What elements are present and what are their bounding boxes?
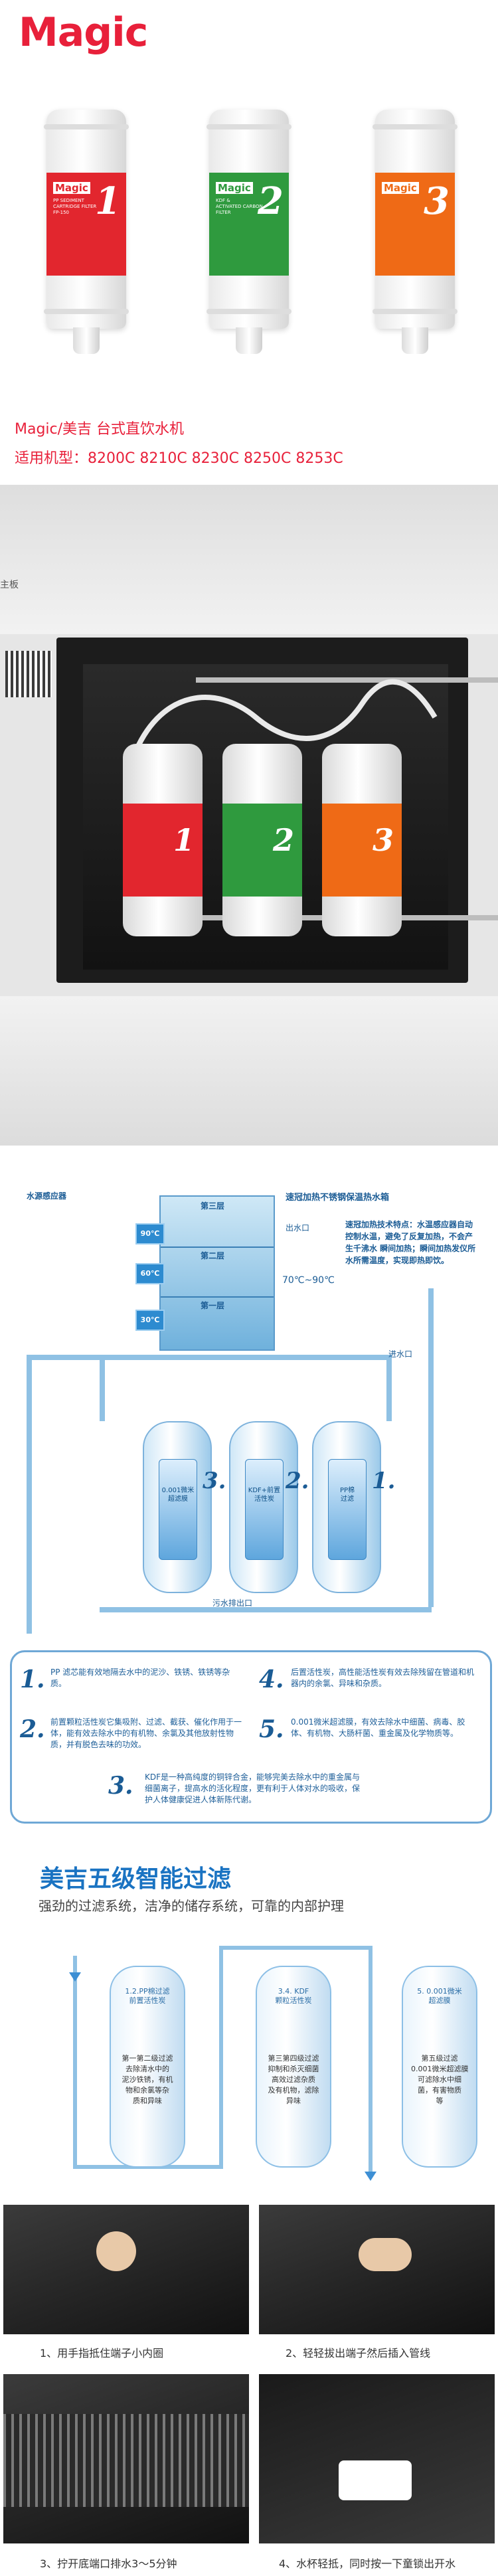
stage-desc: 第五级过滤 0.001微米超滤膜 可滤除水中细 菌，有害物质 等 [411,2054,469,2105]
stage-top: 3.4. KDF 颗粒活性炭 [275,1987,312,2005]
flow-arrow-icon [69,1972,81,1982]
stage-top: 1.2.PP棉过滤 前置活性炭 [125,1987,170,2005]
filtration-diagram: 水源感应器 速冠加热不锈钢保温热水箱 第三层 第二层 第一层 90℃ 60℃ 3… [0,1156,498,1840]
info-number: 3. [108,1772,133,1800]
step-number: 3. [203,1468,226,1494]
step-caption-4: 4、水杯轻抵，同时按一下童锁出开水 [279,2557,456,2570]
cartridge-2: Magic KDF & ACTIVATED CARBON FILTER 2 [207,110,291,355]
info-text: PP 滤芯能有效地隔去水中的泥沙、铁锈、铁锈等杂质。 [50,1668,230,1688]
cartridge-brand: Magic [382,182,419,194]
diagram-filter-1: PP棉 过滤 [312,1421,381,1593]
info-text: 后置活性炭，高性能活性炭有效去除残留在管道和机器内的余氯、异味和杂质。 [291,1668,475,1688]
info-number: 2. [20,1715,45,1743]
cartridge-number: 1 [95,179,121,223]
step-photo-1 [3,2205,249,2334]
stage-top: 5. 0.001微米 超滤膜 [417,1987,462,2005]
step-photo-2 [259,2205,495,2334]
info-number: 1. [20,1666,45,1693]
info-text: 前置颗粒活性炭它集吸附、过滤、截获、催化作用于一体，能有效去除水中的有机物、余氯… [50,1717,242,1749]
drain-label: 污水排出口 [212,1598,253,1608]
sensor-label: 水源感应器 [27,1191,67,1201]
cartridge-label: Magic KDF & ACTIVATED CARBON FILTER 2 [209,173,289,276]
installed-filter-3: 3 [322,744,402,936]
product-title: Magic/美吉 台式直饮水机 [15,421,185,438]
filter-core-text: 0.001微米 超滤膜 [161,1487,195,1503]
section-title: 美吉五级智能过滤 [40,1865,232,1893]
side-label: 主板 [0,580,19,590]
tank-title: 速冠加热不锈钢保温热水箱 [286,1193,390,1203]
diagram-filter-2: KDF+前置 活性炭 [229,1421,298,1593]
flow-arrow-icon [365,2172,376,2181]
temp-badge: 60℃ [135,1263,165,1284]
stage-cylinder-1: 1.2.PP棉过滤 前置活性炭 第一第二级过滤 去除清水中的 泥沙铁锈，有机 物… [110,1966,185,2168]
stage-desc: 第一第二级过滤 去除清水中的 泥沙铁锈，有机 物和余氯等杂 质和异味 [122,2054,173,2105]
layer-label: 第二层 [201,1251,225,1260]
magic-logo: Magic [19,9,148,56]
step-caption-2: 2、轻轻拔出端子然后插入管线 [286,2347,431,2360]
installed-filter-2: 2 [222,744,302,936]
dispenser-cabinet: 1 2 3 [56,638,498,983]
models-line: 适用机型：8200C 8210C 8230C 8250C 8253C [15,450,343,467]
cartridge-fine-print: PP SEDIMENT CARTRIDGE FILTER FP-150 [53,198,97,215]
info-number: 4. [259,1666,284,1693]
step-number: 2. [286,1468,309,1494]
stage-cylinder-3: 5. 0.001微米 超滤膜 第五级过滤 0.001微米超滤膜 可滤除水中细 菌… [402,1966,477,2168]
info-number: 5. [259,1715,284,1743]
step-caption-1: 1、用手指抵住端子小内圈 [40,2347,164,2360]
filter-number: 3 [372,822,394,858]
step-photo-3 [3,2374,249,2543]
cartridge-brand: Magic [216,182,253,194]
stage-desc: 第三第四级过滤 抑制和杀灭细菌 高效过滤杂质 及有机物，滤除 异味 [268,2054,319,2105]
tank-description: 速冠加热技术特点：水温感应器自动控制水温，避免了反复加热，不会产生千沸水 瞬间加… [345,1220,476,1265]
cartridge-label: Magic PP SEDIMENT CARTRIDGE FILTER FP-15… [46,173,126,276]
cartridge-brand: Magic [53,182,90,194]
info-text: KDF是一种高纯度的铜锌合金，能够完美去除水中的重金属与细菌离子，提高水的活化程… [145,1772,361,1804]
cartridge-number: 3 [424,179,450,223]
layer-label: 第一层 [201,1301,225,1310]
installed-photo: 主板 1 2 3 [0,485,498,1146]
cartridge-1: Magic PP SEDIMENT CARTRIDGE FILTER FP-15… [44,110,129,355]
step-photo-4 [259,2374,495,2543]
section-subtitle: 强劲的过滤系统，洁净的储存系统，可靠的内部护理 [39,1898,344,1914]
qr-code-icon [5,651,52,697]
diagram-filter-3: 0.001微米 超滤膜 [143,1421,212,1593]
step-number: 1. [372,1468,396,1494]
step-caption-3: 3、拧开底端口排水3～5分钟 [40,2557,177,2570]
cartridge-fine-print: KDF & ACTIVATED CARBON FILTER [216,198,263,215]
filter-info-box: 1. PP 滤芯能有效地隔去水中的泥沙、铁锈、铁锈等杂质。 2. 前置颗粒活性炭… [10,1650,492,1824]
filter-number: 2 [272,822,294,858]
info-text: 0.001微米超滤膜，有效去除水中细菌、病毒、胶体、有机物、大肠杆菌、重金属及化… [291,1717,465,1738]
filter-core-text: PP棉 过滤 [339,1487,355,1503]
hot-water-tank: 第三层 第二层 第一层 90℃ 60℃ 30℃ [135,1195,275,1351]
inlet-label: 进水口 [388,1349,413,1359]
cartridge-label: Magic 3 [375,173,455,276]
cartridge-3: Magic 3 [373,110,457,355]
layer-label: 第三层 [201,1201,225,1211]
installed-filter-1: 1 [123,744,203,936]
five-level-filtration: 美吉五级智能过滤 强劲的过滤系统，洁净的储存系统，可靠的内部护理 1.2.PP棉… [0,1840,498,2201]
outlet-label: 出水口 [286,1223,310,1233]
temp-badge: 90℃ [135,1223,165,1245]
filter-core-text: KDF+前置 活性炭 [248,1487,281,1503]
stage-cylinder-2: 3.4. KDF 颗粒活性炭 第三第四级过滤 抑制和杀灭细菌 高效过滤杂质 及有… [256,1966,331,2168]
cartridge-number: 2 [258,179,284,223]
temp-range: 70℃~90℃ [282,1275,335,1286]
installation-steps: 1、用手指抵住端子小内圈 2、轻轻拔出端子然后插入管线 3、拧开底端口排水3～5… [0,2201,498,2576]
product-header: Magic Magic PP SEDIMENT CARTRIDGE FILTER… [0,0,498,485]
filter-number: 1 [173,822,195,858]
temp-badge: 30℃ [135,1310,165,1331]
tubing-icon [133,679,438,752]
